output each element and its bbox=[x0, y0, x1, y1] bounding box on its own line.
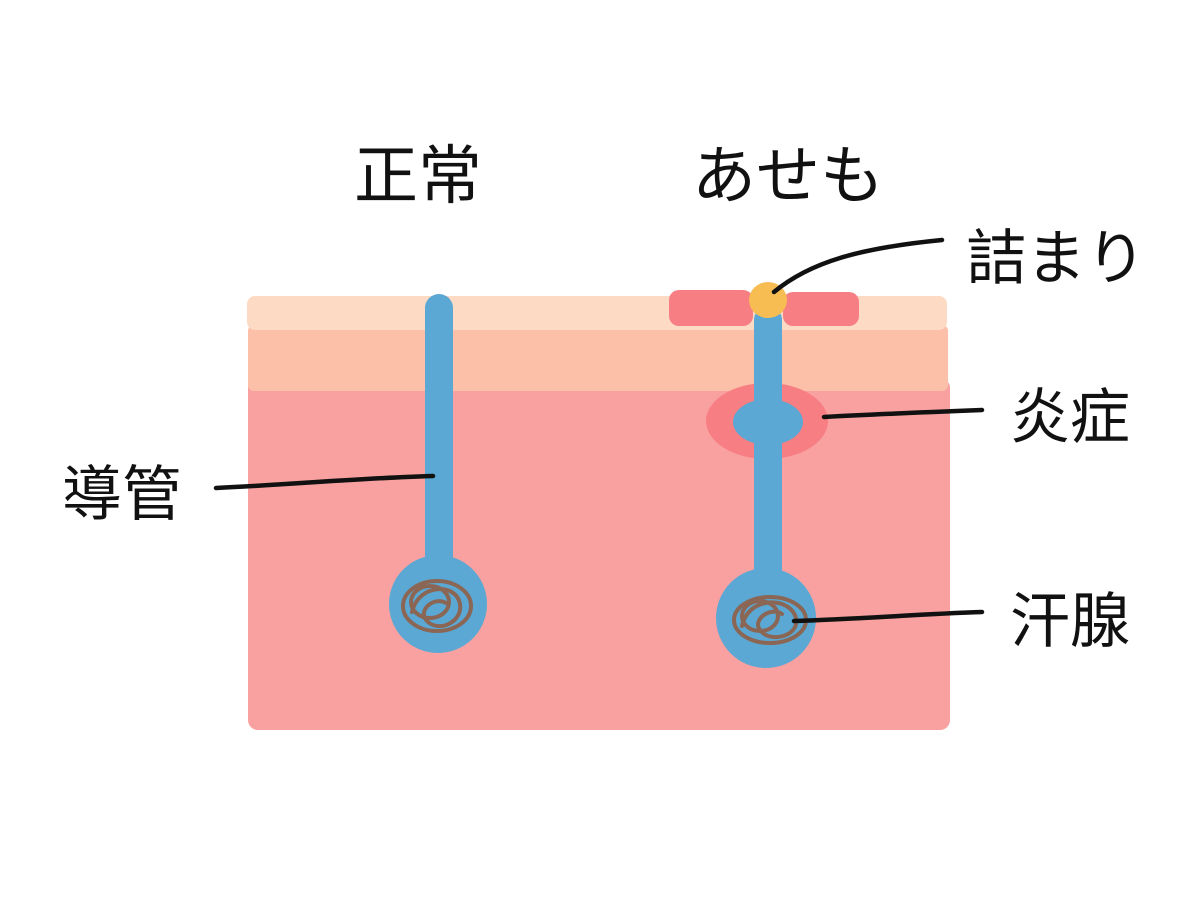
miliaria-duct bbox=[754, 306, 782, 606]
leader-sweat-gland bbox=[791, 609, 985, 624]
inflammation-patch-top-right bbox=[783, 292, 859, 326]
label-sweat-gland: 汗腺 bbox=[1010, 587, 1130, 657]
epidermis-layer bbox=[248, 325, 948, 391]
leader-inflammation bbox=[821, 407, 985, 420]
title-miliaria: あせも bbox=[692, 140, 884, 214]
normal-sweat-unit bbox=[389, 294, 487, 653]
label-blockage: 詰まり bbox=[966, 224, 1146, 294]
normal-duct bbox=[425, 294, 453, 614]
miliaria-sweat-gland bbox=[716, 568, 816, 668]
skin-cross-section bbox=[247, 296, 950, 730]
leader-blockage bbox=[771, 237, 945, 295]
leader-lines bbox=[213, 237, 985, 624]
label-inflammation: 炎症 bbox=[1010, 383, 1130, 453]
label-duct: 導管 bbox=[62, 460, 182, 530]
dermis-layer bbox=[248, 378, 950, 730]
normal-sweat-gland bbox=[389, 555, 487, 653]
normal-gland-coil-icon bbox=[401, 579, 473, 633]
title-normal: 正常 bbox=[354, 140, 482, 214]
leader-duct bbox=[213, 473, 436, 491]
inflammation-patch-top-left bbox=[669, 290, 753, 326]
duct-bulge bbox=[733, 399, 803, 445]
miliaria-sweat-unit bbox=[669, 282, 859, 668]
